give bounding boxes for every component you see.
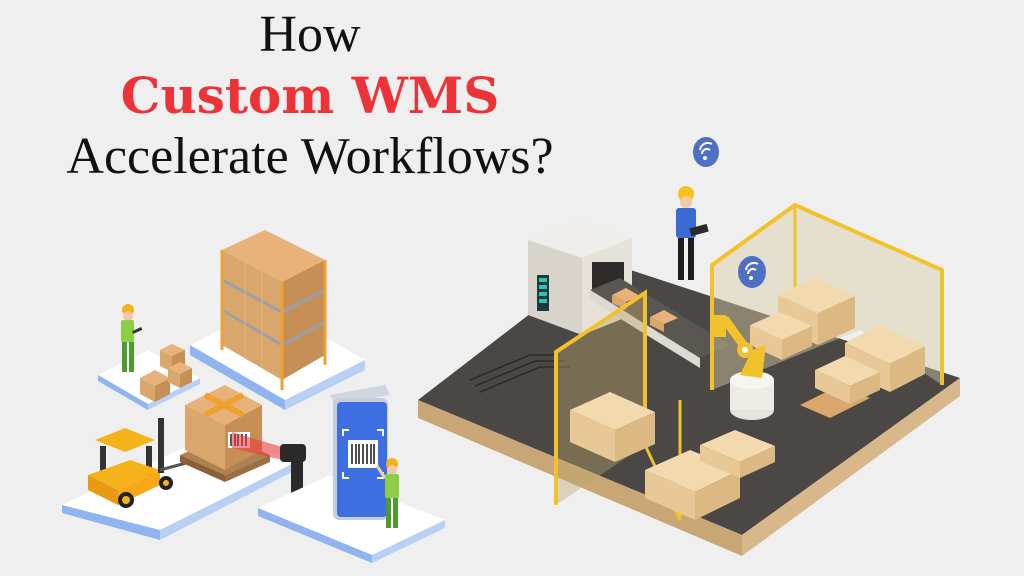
wifi-badge-on-fence-icon [738,256,766,288]
worker-at-phone-icon [375,458,399,528]
phone-scanning-barcode-icon [330,385,390,520]
wifi-badge-icon [693,137,719,167]
pallets-of-boxes-back [750,278,925,418]
pallets-of-boxes-front [570,392,775,520]
worker-with-tablet-icon [121,304,143,372]
headline: How Custom WMS Accelerate Workflows? [0,4,620,188]
robot-arm-icon [714,315,774,420]
pallet-box-with-barcode-icon [180,385,270,482]
warehouse-floor [418,260,960,556]
operator-with-tablet-icon [676,186,709,280]
headline-line-accelerate: Accelerate Workflows? [66,128,554,185]
forklift-icon [88,418,191,508]
headline-line-how: How [259,6,361,63]
headline-line-custom-wms: Custom WMS [120,66,500,125]
storage-rack-icon [220,230,327,390]
stacked-boxes-icon [140,344,192,402]
